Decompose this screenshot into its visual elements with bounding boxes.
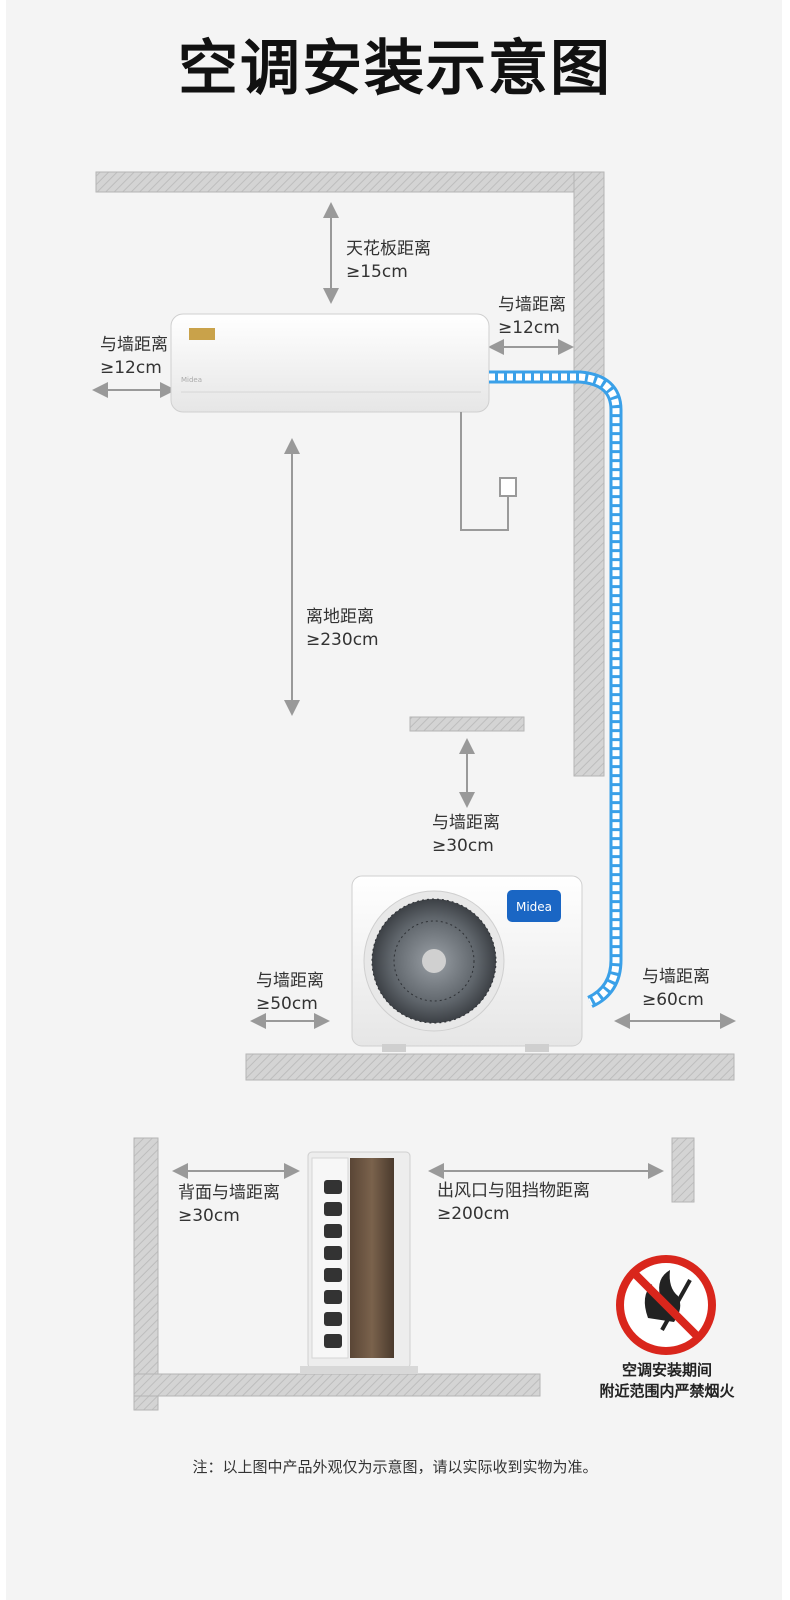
refrigerant-pipe <box>489 370 623 1008</box>
right-wall <box>573 171 605 777</box>
svg-text:Midea: Midea <box>181 376 202 384</box>
outdoor-unit-side-view <box>300 1151 418 1374</box>
brand-badge-icon <box>189 328 215 340</box>
page-title: 空调安装示意图 <box>178 34 612 104</box>
outdoor-ground <box>245 1053 735 1081</box>
back-distance-label: 背面与墙距离≥30cm <box>178 1183 280 1226</box>
indoor-unit: Midea <box>170 313 490 413</box>
power-socket-icon <box>499 477 517 497</box>
outdoor-right-distance-label: 与墙距离≥60cm <box>642 967 710 1010</box>
outdoor-top-distance-label: 与墙距离≥30cm <box>432 813 500 856</box>
side-view-obstacle <box>671 1137 695 1203</box>
outlet-distance-label: 出风口与阻挡物距离≥200cm <box>437 1181 590 1224</box>
side-view-back-wall <box>133 1137 541 1411</box>
coil-icon <box>350 1158 394 1358</box>
ceiling-distance-label: 天花板距离≥15cm <box>346 239 431 282</box>
drain-line <box>460 412 517 531</box>
outdoor-unit: Midea <box>351 875 583 1052</box>
brand-logo-text: Midea <box>516 900 552 914</box>
floor-distance-label: 离地距离≥230cm <box>306 607 379 650</box>
brand-logo <box>507 890 561 922</box>
ceiling-wall <box>95 171 605 193</box>
indoor-right-distance-label: 与墙距离≥12cm <box>498 295 566 338</box>
disclaimer-note: 注：以上图中产品外观仅为示意图，请以实际收到实物为准。 <box>192 1458 598 1476</box>
indoor-left-distance-label: 与墙距离≥12cm <box>100 335 168 378</box>
outdoor-left-distance-label: 与墙距离≥50cm <box>256 971 324 1014</box>
fire-warning-text: 空调安装期间附近范围内严禁烟火 <box>599 1361 735 1400</box>
no-fire-icon <box>616 1255 716 1355</box>
upper-obstacle-bar <box>409 716 525 732</box>
